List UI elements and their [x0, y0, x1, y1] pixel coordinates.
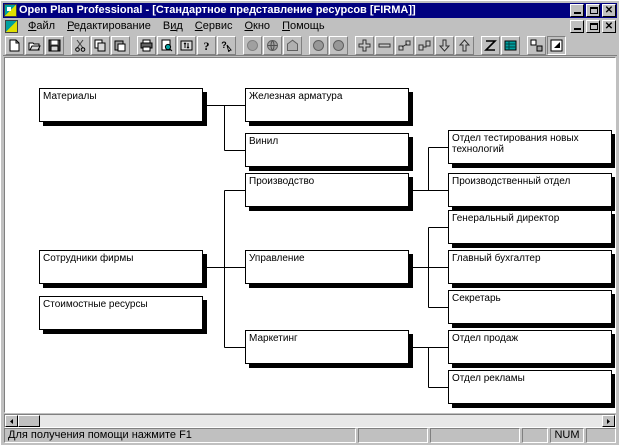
minus-icon[interactable]: [375, 35, 394, 55]
scrollbar-thumb[interactable]: [18, 415, 40, 427]
node-proizvodstvo[interactable]: Производство: [245, 173, 409, 207]
zigzag-icon[interactable]: [481, 35, 500, 55]
status-bar: Для получения помощи нажмите F1 NUM: [4, 428, 616, 443]
maximize-button[interactable]: [586, 4, 600, 17]
node-sekretar[interactable]: Секретарь: [448, 290, 612, 324]
expand-view-icon[interactable]: [547, 35, 566, 55]
node-sotrudniki[interactable]: Сотрудники фирмы: [39, 250, 203, 284]
status-num-indicator: NUM: [550, 428, 584, 443]
menu-bar: Файл Редактирование Вид Сервис Окно Помо…: [3, 19, 617, 34]
status-pane-2: [430, 428, 520, 443]
link-icon[interactable]: [395, 35, 414, 55]
sort-icon[interactable]: [177, 35, 196, 55]
svg-text:?: ?: [221, 40, 227, 50]
tile-windows-icon[interactable]: [527, 35, 546, 55]
menu-item-file[interactable]: Файл: [28, 20, 56, 32]
status-pane-5: [586, 428, 616, 443]
help-question-icon[interactable]: ?: [197, 35, 216, 55]
menu-item-tools[interactable]: Сервис: [194, 20, 233, 32]
circle-filled-icon[interactable]: [309, 35, 328, 55]
node-generalnyy-direktor[interactable]: Генеральный директор: [448, 210, 612, 244]
diagram-client-area[interactable]: Материалы Сотрудники фирмы Стоимостные р…: [4, 57, 616, 413]
status-pane-1: [358, 428, 428, 443]
open-folder-icon[interactable]: [25, 35, 44, 55]
scroll-left-arrow-icon[interactable]: [5, 415, 18, 427]
pentagon-icon[interactable]: [283, 35, 302, 55]
unlink-icon[interactable]: [415, 35, 434, 55]
arrow-down-icon[interactable]: [435, 35, 454, 55]
connector-lines: [203, 105, 615, 388]
node-vinil[interactable]: Винил: [245, 133, 409, 167]
circle-gray-icon[interactable]: [243, 35, 262, 55]
mdi-close-button[interactable]: ✕: [602, 20, 616, 33]
window-title: Open Plan Professional - [Стандартное пр…: [19, 4, 416, 16]
menu-item-view[interactable]: Вид: [162, 20, 183, 32]
window-controls: ✕: [570, 4, 617, 17]
mdi-child-controls: ✕: [570, 20, 617, 33]
mdi-restore-button[interactable]: [586, 20, 600, 33]
node-materialy[interactable]: Материалы: [39, 88, 203, 122]
table-icon[interactable]: [501, 35, 520, 55]
print-icon[interactable]: [137, 35, 156, 55]
title-bar: Open Plan Professional - [Стандартное пр…: [3, 3, 617, 18]
node-stoimostnye[interactable]: Стоимостные ресурсы: [39, 296, 203, 330]
node-zheleznaya-armatura[interactable]: Железная арматура: [245, 88, 409, 122]
minimize-button[interactable]: [570, 4, 584, 17]
save-disk-icon[interactable]: [45, 35, 64, 55]
new-icon[interactable]: [5, 35, 24, 55]
node-proizvodstvennyy-otdel[interactable]: Производственный отдел: [448, 173, 612, 207]
cut-scissors-icon[interactable]: [71, 35, 90, 55]
toolbar: ? ?: [3, 35, 617, 56]
copy-icon[interactable]: [91, 35, 110, 55]
node-upravlenie[interactable]: Управление: [245, 250, 409, 284]
node-marketing[interactable]: Маркетинг: [245, 330, 409, 364]
paste-icon[interactable]: [111, 35, 130, 55]
circle-globe-icon[interactable]: [263, 35, 282, 55]
print-preview-icon[interactable]: [157, 35, 176, 55]
menu-item-edit[interactable]: Редактирование: [67, 20, 151, 32]
arrow-up-icon[interactable]: [455, 35, 474, 55]
menu-item-window[interactable]: Окно: [244, 20, 271, 32]
circle-filled2-icon[interactable]: [329, 35, 348, 55]
resource-tree-canvas[interactable]: Материалы Сотрудники фирмы Стоимостные р…: [5, 58, 615, 412]
close-button[interactable]: ✕: [602, 4, 616, 17]
node-otdel-prodazh[interactable]: Отдел продаж: [448, 330, 612, 364]
help-arrow-icon[interactable]: ?: [217, 35, 236, 55]
document-icon[interactable]: [5, 20, 18, 33]
node-otdel-testirovaniya[interactable]: Отдел тестирования новых технологий: [448, 130, 612, 164]
scrollbar-track[interactable]: [18, 415, 602, 427]
mdi-minimize-button[interactable]: [570, 20, 584, 33]
status-pane-3: [522, 428, 548, 443]
scroll-right-arrow-icon[interactable]: [602, 415, 615, 427]
plus-icon[interactable]: [355, 35, 374, 55]
menu-item-help[interactable]: Помощь: [282, 20, 325, 32]
node-glavnyy-buhgalter[interactable]: Главный бухгалтер: [448, 250, 612, 284]
status-message: Для получения помощи нажмите F1: [4, 428, 356, 443]
horizontal-scrollbar[interactable]: [4, 414, 616, 428]
svg-text:?: ?: [204, 39, 210, 52]
node-otdel-reklamy[interactable]: Отдел рекламы: [448, 370, 612, 404]
app-icon: [4, 4, 17, 17]
